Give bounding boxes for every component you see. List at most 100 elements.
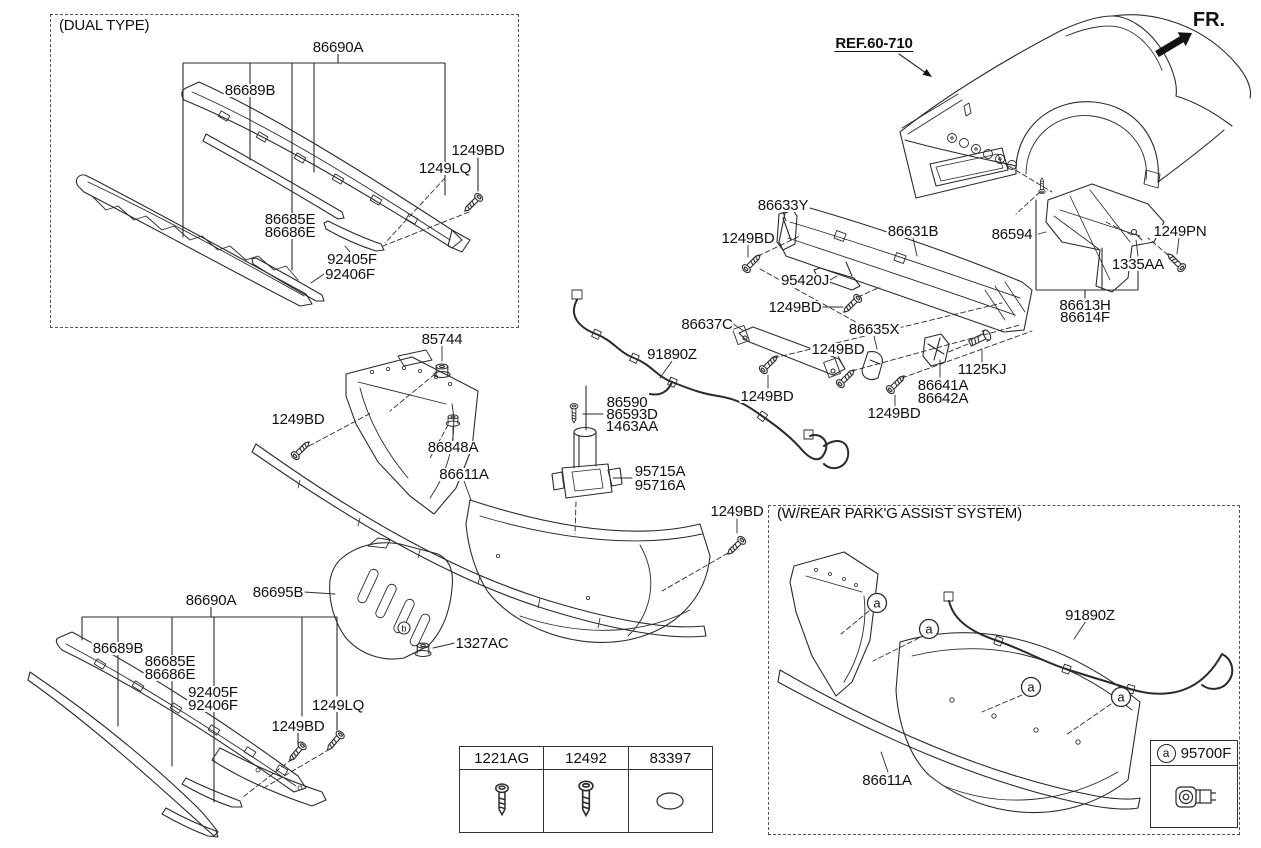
callout-a: a xyxy=(925,622,933,637)
part-label-86594: 86594 xyxy=(990,226,1034,243)
callout-b: b xyxy=(401,624,406,634)
harness-91890z-art xyxy=(551,289,850,535)
screw-icon xyxy=(569,403,579,424)
screw-icon xyxy=(1163,249,1188,274)
fastener-col-83397: 83397 xyxy=(628,747,712,832)
park-sensor-legend: a 95700F xyxy=(1150,740,1238,828)
strip-92405f-lower-drawing xyxy=(181,777,243,808)
callout-a: a xyxy=(1117,690,1125,705)
screw-icon xyxy=(1038,177,1046,195)
part-label-1249bd: 1249BD xyxy=(720,230,776,247)
part-label-86686e: 86686E xyxy=(143,666,197,683)
part-label-1463aa: 1463AA xyxy=(604,418,660,435)
part-label-86641a: 86641A xyxy=(916,377,970,394)
moulding-end-drawing xyxy=(211,747,327,807)
park-assist-box xyxy=(768,505,1240,835)
park-sensor-icon xyxy=(1175,785,1216,808)
part-label-86690a: 86690A xyxy=(184,592,238,609)
part-label-1249bd: 1249BD xyxy=(739,388,795,405)
part-label-86631b: 86631B xyxy=(886,223,940,240)
part-label-95420j: 95420J xyxy=(779,272,831,289)
part-label-92405f: 92405F xyxy=(326,251,378,268)
part-label-86685e: 86685E xyxy=(263,211,317,228)
part-label-86613h: 86613H xyxy=(1058,297,1112,314)
sensor-95715a-drawing xyxy=(551,385,623,535)
park-harness-drawing xyxy=(948,600,1234,695)
screw-icon xyxy=(757,351,782,376)
part-label-1249lq: 1249LQ xyxy=(310,697,366,714)
fr-arrow-icon xyxy=(1155,32,1192,57)
dual-type-box xyxy=(50,14,519,328)
screw-icon xyxy=(289,437,314,462)
part-label-1249bd: 1249BD xyxy=(270,411,326,428)
part-label-86635x: 86635X xyxy=(847,321,901,338)
legend-part-number: 95700F xyxy=(1180,744,1232,762)
part-label-86637c: 86637C xyxy=(680,316,734,333)
part-label-1249bd: 1249BD xyxy=(767,299,823,316)
grommet-icon xyxy=(656,792,684,810)
bracket-86594-drawing xyxy=(1045,183,1165,293)
part-label-86614f: 86614F xyxy=(1059,309,1111,326)
part-label-91890z: 91890Z xyxy=(646,346,698,363)
part-label-86689b: 86689B xyxy=(223,82,277,99)
screw-icon xyxy=(323,728,347,754)
bracket-95420j-drawing xyxy=(813,261,861,291)
park-assist-title: (W/REAR PARK'G ASSIST SYSTEM) xyxy=(776,505,1023,522)
part-label-85744: 85744 xyxy=(420,331,464,348)
bumper-moulding-drawing xyxy=(251,443,707,638)
fastener-part-number: 83397 xyxy=(628,747,712,770)
part-label-86695b: 86695B xyxy=(251,584,305,601)
fastener-table: 1221AG 12492 83397 xyxy=(459,746,713,833)
bumper-corner-drawing xyxy=(345,356,479,515)
garnish-86690a-drawing xyxy=(181,81,463,249)
part-label-1327ac: 1327AC xyxy=(454,635,510,652)
part-label-1249bd: 1249BD xyxy=(866,405,922,422)
ref-60-710-link[interactable]: REF.60-710 xyxy=(834,35,914,52)
part-label-86685e: 86685E xyxy=(143,653,197,670)
beam-86631b-drawing xyxy=(778,205,1033,333)
bracket-86641a-drawing xyxy=(922,333,950,367)
part-label-86848a: 86848A xyxy=(426,439,480,456)
nut-1327ac-icon xyxy=(414,642,432,658)
strip-92405f-drawing xyxy=(323,220,385,252)
bumper-fascia-drawing xyxy=(465,499,711,643)
part-label-86593d: 86593D xyxy=(605,406,659,423)
screw-icon xyxy=(723,534,748,559)
part-label-86611a: 86611A xyxy=(861,772,913,789)
park-corner-drawing xyxy=(789,551,879,697)
fastener-part-number: 1221AG xyxy=(460,747,544,770)
car-body-art xyxy=(898,14,1252,199)
screw-icon xyxy=(285,739,309,765)
screw-icon xyxy=(884,371,909,396)
callout-a: a xyxy=(873,596,881,611)
part-label-1335aa: 1335AA xyxy=(1110,256,1166,273)
part-label-86642a: 86642A xyxy=(916,390,970,407)
part-label-92405f: 92405F xyxy=(187,684,239,701)
part-label-86686e: 86686E xyxy=(263,224,317,241)
fastener-col-12492: 12492 xyxy=(544,747,629,832)
callout-a-markers xyxy=(866,592,1132,708)
strip-92406f-drawing xyxy=(251,257,325,302)
nut-86848a-icon xyxy=(445,414,461,427)
part-label-1125kj: 1125KJ xyxy=(956,361,1008,378)
callout-a: a xyxy=(1027,680,1035,695)
part-label-92406f: 92406F xyxy=(187,697,239,714)
part-label-92406f: 92406F xyxy=(324,266,376,283)
part-label-1249pn: 1249PN xyxy=(1152,223,1208,240)
screw-icon xyxy=(494,783,509,816)
part-label-95716a: 95716A xyxy=(633,477,687,494)
part-label-95715a: 95715A xyxy=(633,463,687,480)
strip-92406f-lower-drawing xyxy=(161,807,219,838)
bumper-main-art xyxy=(251,345,748,643)
part-label-86611a: 86611A xyxy=(438,466,490,483)
fastener-part-number: 12492 xyxy=(544,747,628,770)
fastener-col-1221ag: 1221AG xyxy=(460,747,545,832)
part-label-1249bd: 1249BD xyxy=(709,503,765,520)
dual-type-title: (DUAL TYPE) xyxy=(58,17,151,34)
garnish-86690a-lower-drawing xyxy=(55,631,307,793)
skid-plate-86695b-drawing xyxy=(329,537,454,660)
rear-beam-art xyxy=(732,177,1188,407)
strip-thin-lower-drawing xyxy=(27,671,219,837)
park-fascia-drawing xyxy=(895,632,1141,814)
